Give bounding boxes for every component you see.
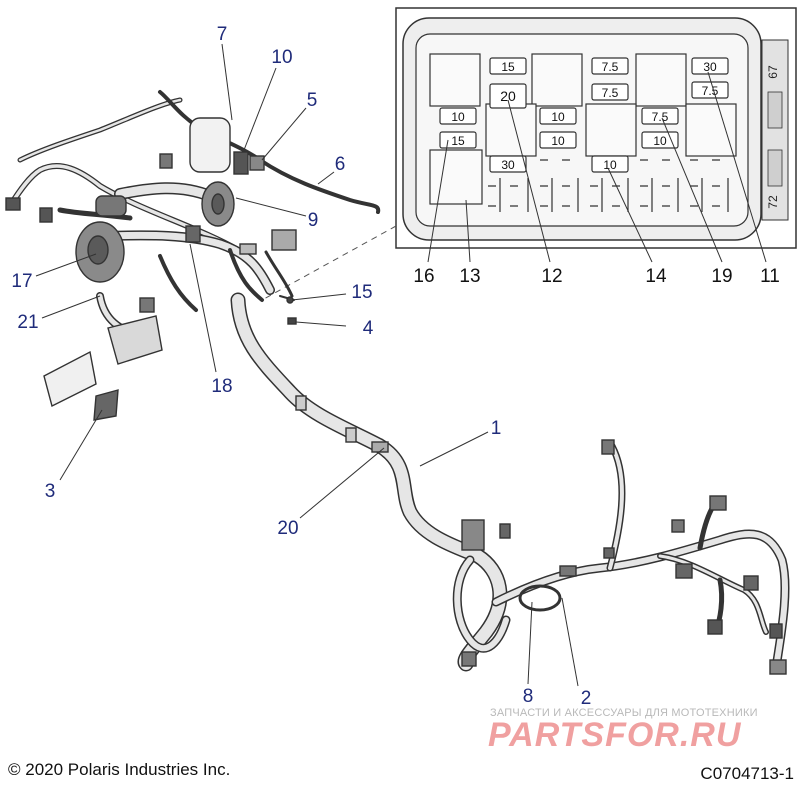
fuse-box-side-number: 67	[766, 65, 780, 79]
fuse-label: 10	[603, 158, 617, 172]
callout-21: 21	[17, 312, 38, 333]
fuse-box-inset: 15 7.5 30 20 7.5 7.5 10 10 7.5 15 10 10 …	[395, 7, 797, 263]
callout-labels: 7 10 5 6 9 17 21 18 15 4 3 20 1 8 2 16 1…	[11, 24, 779, 709]
callout-leaders	[35, 43, 579, 687]
callout-18: 18	[211, 376, 232, 397]
copyright-notice: © 2020 Polaris Industries Inc.	[8, 760, 231, 779]
fuse-label: 10	[551, 110, 565, 124]
harness-components	[5, 117, 787, 675]
fuse-label: 15	[451, 134, 465, 148]
callout-19: 19	[711, 266, 732, 287]
fuse-label: 10	[451, 110, 465, 124]
fuse-label: 7.5	[602, 86, 619, 100]
callout-12: 12	[541, 266, 562, 287]
fuse-label: 15	[501, 60, 515, 74]
callout-6: 6	[335, 154, 346, 175]
fuse-label: 30	[501, 158, 515, 172]
figure-id: C0704713-1	[700, 764, 794, 783]
callout-9: 9	[308, 210, 319, 231]
callout-13: 13	[459, 266, 480, 287]
callout-14: 14	[645, 266, 667, 287]
callout-2: 2	[581, 688, 592, 709]
fuse-label: 7.5	[602, 60, 619, 74]
fuse-label: 7.5	[702, 84, 719, 98]
fuse-label: 20	[500, 88, 516, 104]
callout-3: 3	[45, 481, 56, 502]
fuse-label: 30	[703, 60, 717, 74]
fuse-box-side-number: 72	[766, 195, 780, 209]
watermark-logo: PARTSFOR.RU	[488, 716, 742, 754]
callout-11: 11	[760, 266, 780, 287]
callout-5: 5	[307, 90, 318, 111]
callout-8: 8	[523, 686, 534, 707]
callout-17: 17	[11, 271, 32, 292]
callout-10: 10	[271, 47, 292, 68]
fuse-label: 10	[653, 134, 667, 148]
inset-reference-line	[261, 225, 397, 301]
callout-15: 15	[351, 282, 372, 303]
fuse-label: 7.5	[652, 110, 669, 124]
callout-20: 20	[277, 518, 298, 539]
callout-1: 1	[491, 418, 502, 439]
callout-4: 4	[363, 318, 374, 339]
callout-16: 16	[413, 266, 434, 287]
fuse-label: 10	[551, 134, 565, 148]
watermark-tagline: ЗАПЧАСТИ И АКСЕССУАРЫ ДЛЯ МОТОТЕХНИКИ	[490, 707, 758, 719]
callout-7: 7	[217, 24, 228, 45]
